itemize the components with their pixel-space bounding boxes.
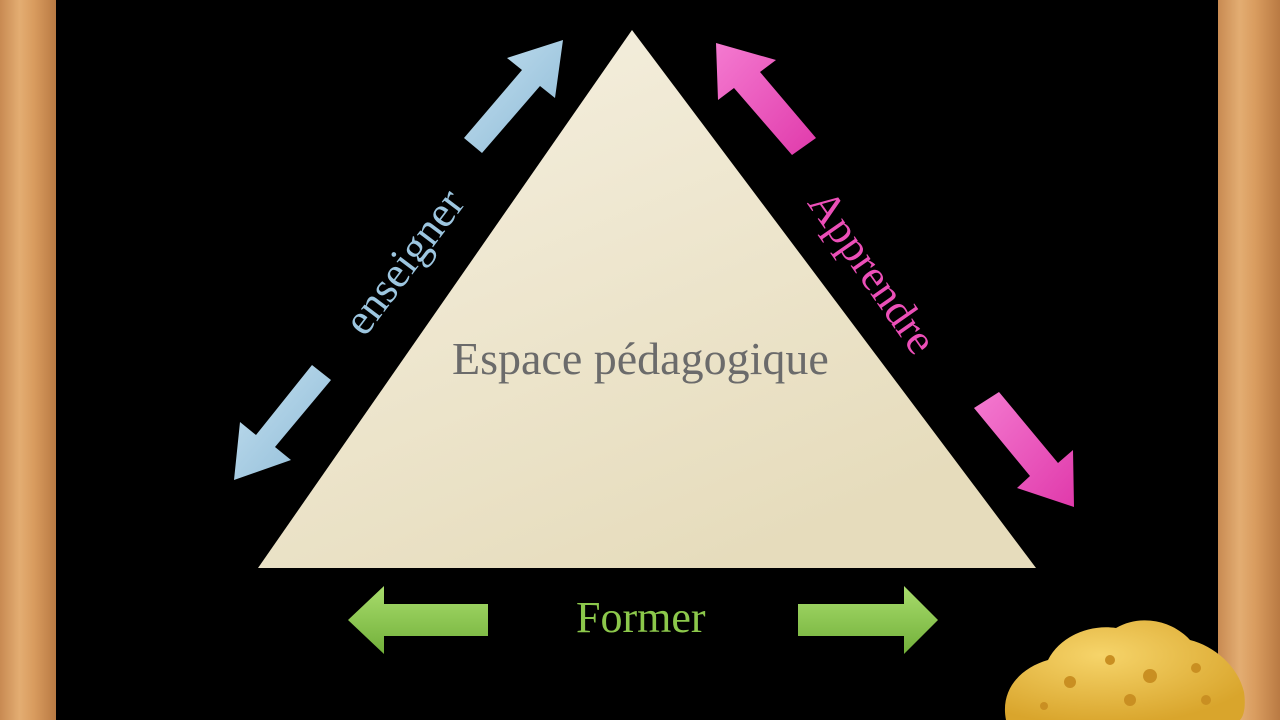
sponge-image xyxy=(1004,620,1245,720)
center-label: Espace pédagogique xyxy=(452,333,829,384)
enseigner-arrow-down-icon xyxy=(234,365,331,480)
apprendre-arrow-up-icon xyxy=(716,43,816,155)
apprendre-arrow-down-icon xyxy=(974,392,1074,507)
chalkboard-frame-left xyxy=(0,0,56,720)
former-label: Former xyxy=(576,593,706,642)
pedagogic-triangle xyxy=(258,30,1036,568)
former-arrow-right-icon xyxy=(798,586,938,654)
chalkboard-frame-right xyxy=(1218,0,1280,720)
enseigner-arrow-up-icon xyxy=(464,40,563,153)
former-arrow-left-icon xyxy=(348,586,488,654)
